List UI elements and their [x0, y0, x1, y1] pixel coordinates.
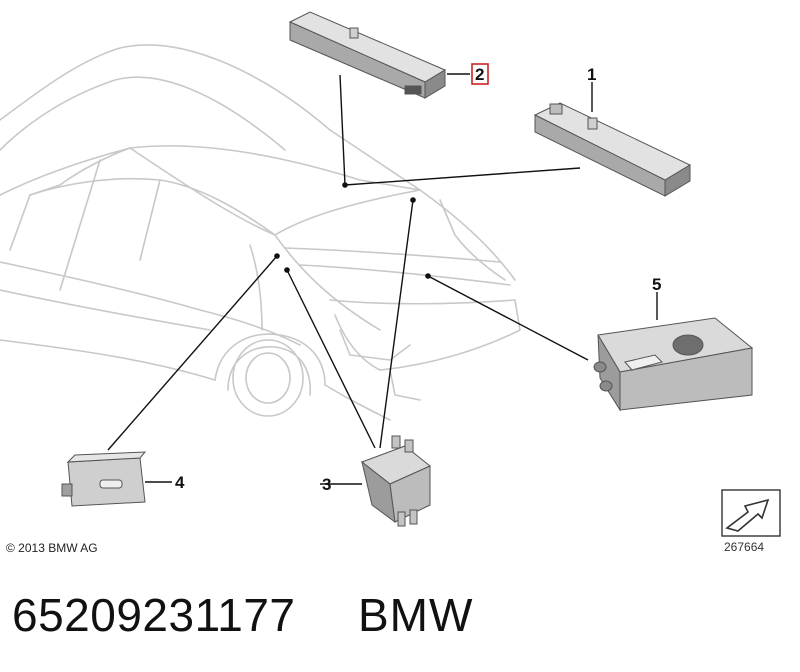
part-5-amplifier: [593, 317, 754, 412]
callout-1: 1: [587, 65, 596, 84]
car-outline: [0, 44, 521, 421]
callout-labels: 1 2 3 4 5: [175, 63, 661, 494]
callout-4: 4: [175, 473, 185, 492]
callout-3: 3: [322, 475, 331, 494]
callout-2-highlight-box: [471, 63, 489, 85]
part-3-filter: [360, 435, 431, 527]
image-code: 267664: [724, 540, 765, 554]
part-4-module: [61, 451, 147, 507]
part-number: 65209231177: [12, 589, 296, 641]
copyright-text: © 2013 BMW AG: [6, 541, 98, 555]
brand-name: BMW: [358, 589, 474, 641]
leader-dots: [274, 182, 431, 279]
leader-lines: [107, 73, 658, 485]
callout-2: 2: [475, 65, 484, 84]
part-1-antenna-module: [533, 102, 692, 197]
callout-5: 5: [652, 275, 661, 294]
part-2-antenna-module: [288, 11, 447, 99]
arrow-icon: [721, 489, 781, 537]
